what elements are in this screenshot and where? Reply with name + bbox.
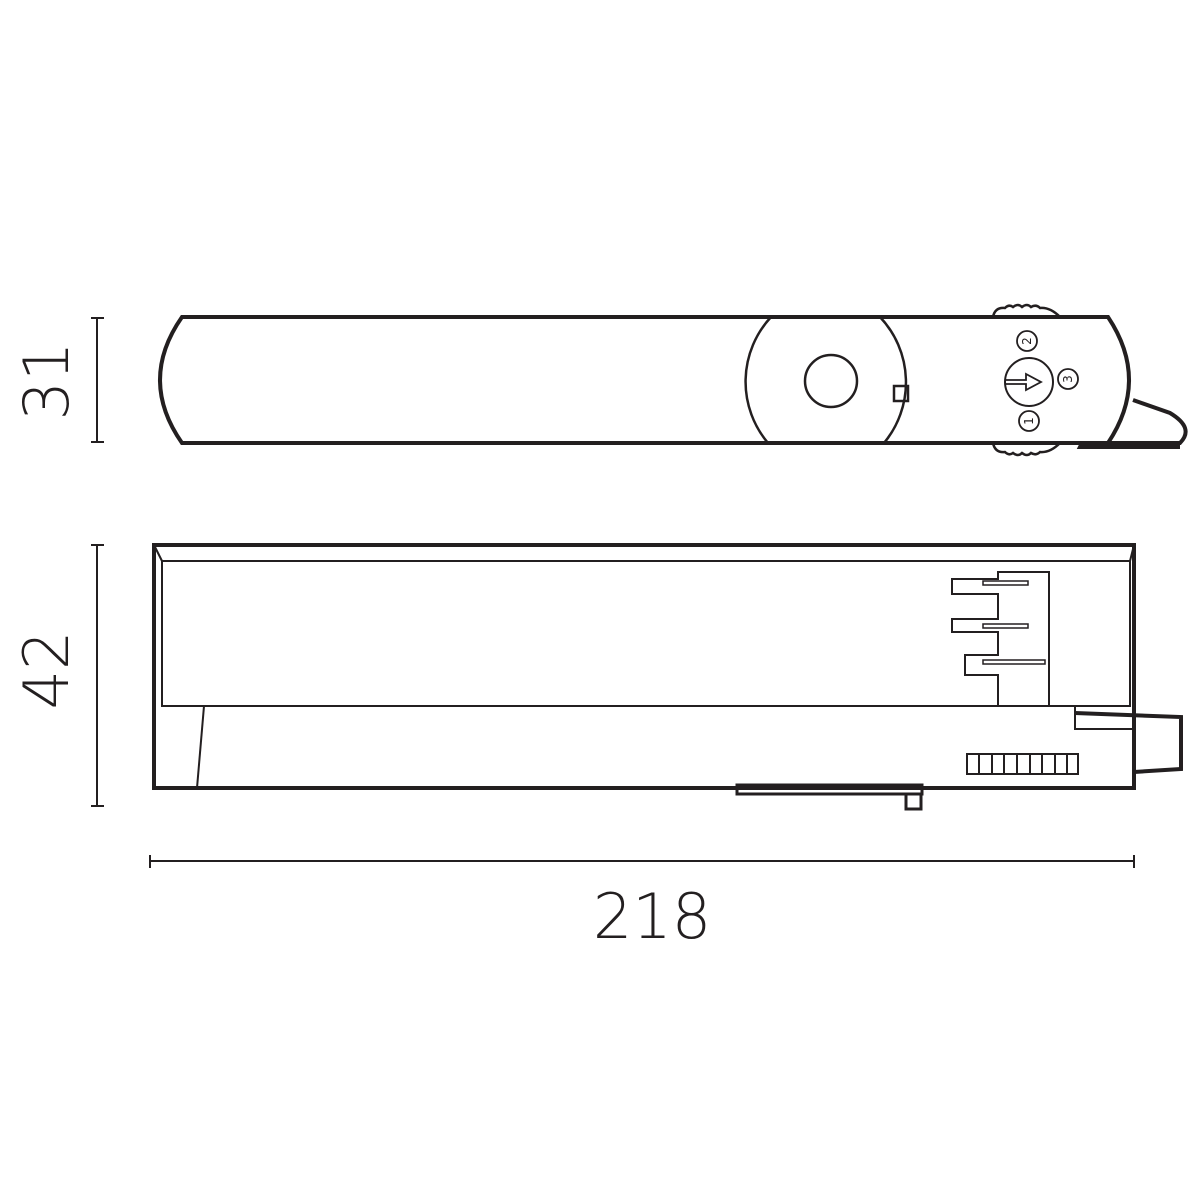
rotary-disk-right xyxy=(879,316,908,444)
rotary-disk xyxy=(744,316,772,444)
slider-stop xyxy=(904,792,923,811)
top-view xyxy=(91,303,1188,457)
position-1-label: 1 xyxy=(1022,417,1036,425)
position-3-label: 3 xyxy=(1061,375,1075,383)
contact-slot-1 xyxy=(982,580,1029,586)
center-hole xyxy=(803,353,859,409)
side-view xyxy=(91,543,1183,811)
contact-slot-2 xyxy=(982,623,1029,629)
adapter-body-outline xyxy=(158,315,1131,445)
selector-dial xyxy=(1004,357,1054,407)
position-3-marker xyxy=(1057,368,1079,390)
arrow-icon xyxy=(1005,372,1043,392)
position-2-label: 2 xyxy=(1020,337,1034,345)
dimension-line-218 xyxy=(149,855,1135,868)
knurled-knob-bottom xyxy=(991,442,1061,457)
dimension-label-218: 218 xyxy=(593,880,711,953)
knurled-knob-top xyxy=(991,303,1061,318)
dimension-label-42: 42 xyxy=(10,631,83,710)
latch-tab xyxy=(1076,398,1188,449)
side-latch xyxy=(1074,705,1134,730)
position-1-marker xyxy=(1018,410,1040,432)
slanted-line xyxy=(196,705,205,789)
disk-notch xyxy=(892,384,910,403)
inner-panel xyxy=(161,560,1131,707)
contact-block xyxy=(951,571,1050,706)
side-latch-tab xyxy=(1074,711,1183,774)
dimension-label-31: 31 xyxy=(10,342,83,421)
position-2-marker xyxy=(1016,330,1038,352)
dimension-line-31 xyxy=(91,317,104,443)
bottom-slider xyxy=(735,783,924,796)
grip-ribs xyxy=(966,753,1079,775)
dimension-line-42 xyxy=(91,544,104,807)
housing-outline xyxy=(152,543,1136,790)
contact-slot-3 xyxy=(982,659,1046,665)
